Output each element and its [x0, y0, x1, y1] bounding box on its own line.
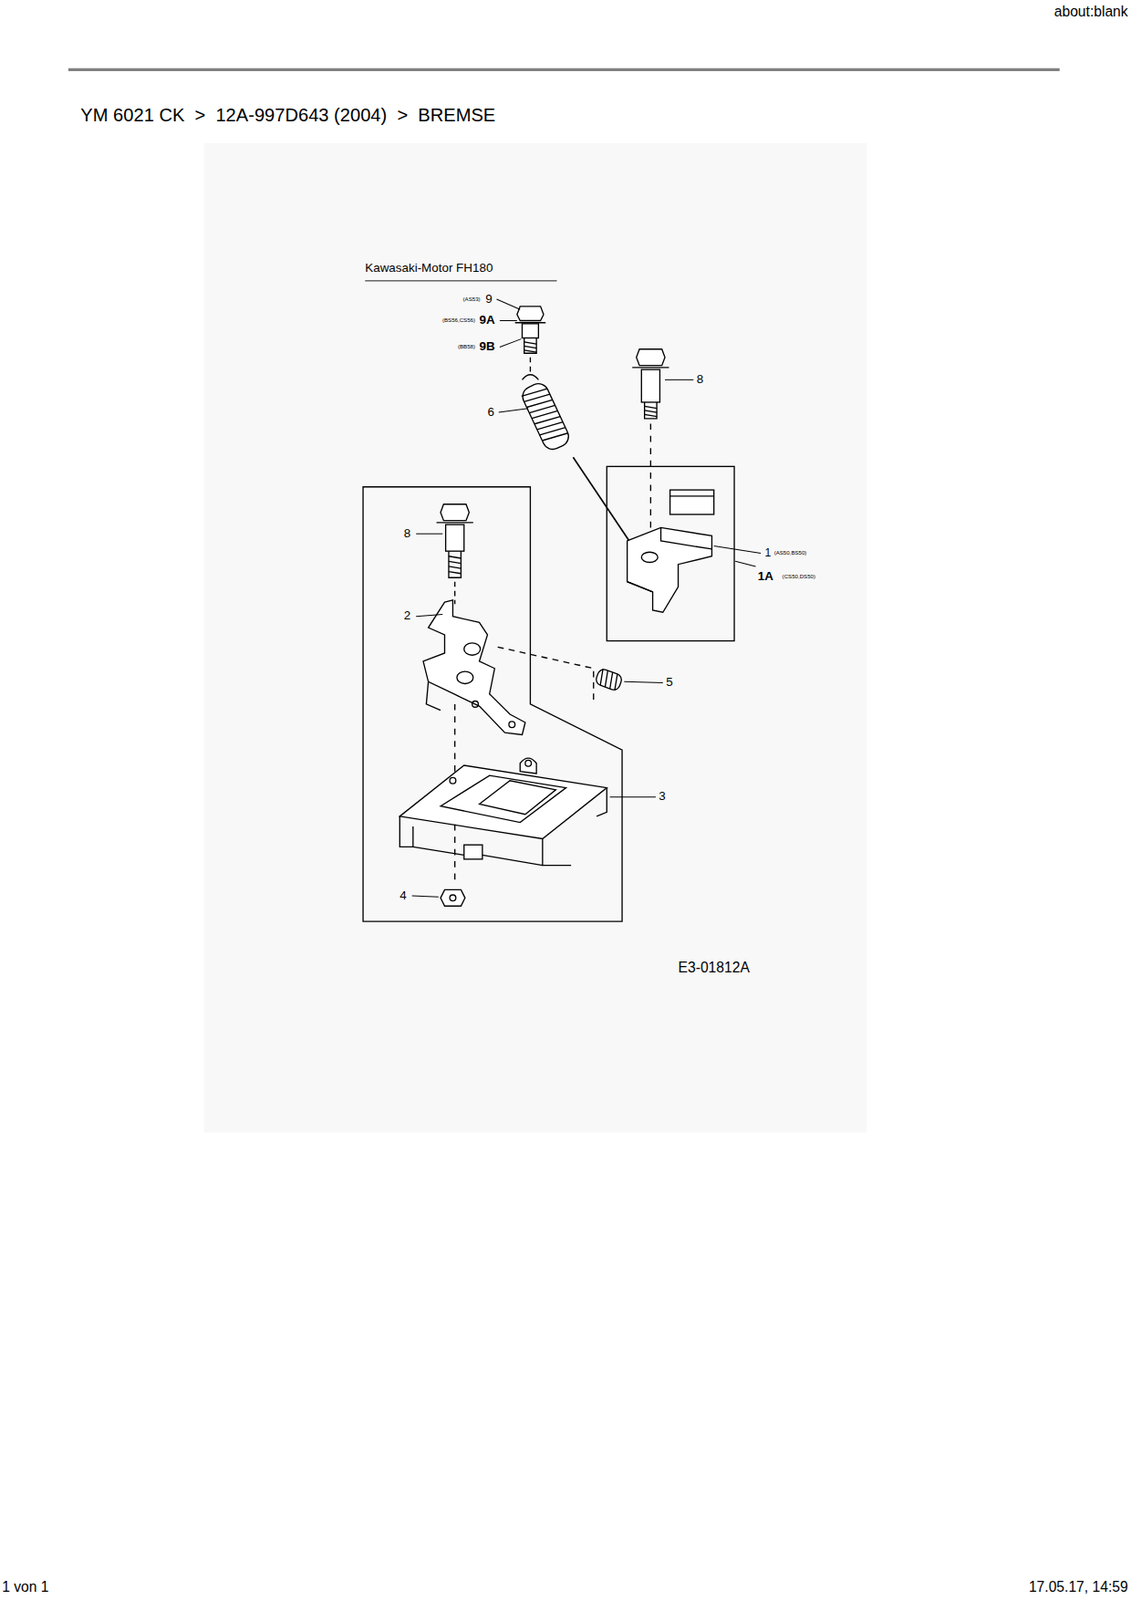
callout-number: 6 [487, 405, 494, 418]
heading-underline [364, 280, 557, 281]
callout-number: 4 [399, 889, 406, 902]
bolt [515, 306, 547, 353]
header-url: about:blank [1054, 5, 1129, 21]
callout-number: 2 [404, 610, 411, 623]
page-title: YM 6021 CK > 12A-997D643 (2004) > BREMSE [80, 105, 496, 125]
variant-code: (AS53) [463, 296, 481, 302]
drawing-number: E3-01812A [678, 960, 750, 976]
drawing [363, 299, 761, 922]
lever-plate [423, 600, 526, 736]
variant-code: (AS50,BS50) [774, 549, 808, 556]
spring [594, 667, 623, 692]
variant-code: (CS50,DS50) [782, 573, 816, 580]
base-plate [399, 757, 607, 865]
callout-number: 1A [757, 570, 774, 582]
callout-number: 9A [479, 313, 496, 326]
leader-line [412, 299, 761, 897]
variant-code: (BS56,CS56) [442, 317, 476, 323]
group-frame [606, 466, 735, 641]
callout-number: 8 [696, 373, 704, 385]
timestamp: 17.05.17, 14:59 [1028, 1579, 1129, 1595]
callout-number: 9B [479, 340, 496, 353]
bolt [436, 504, 474, 579]
header-rule [68, 68, 1060, 72]
callout-number: 8 [404, 527, 411, 540]
bolt [632, 349, 669, 419]
callout-number: 3 [658, 790, 665, 803]
scan-background [204, 143, 868, 1133]
section-heading: Kawasaki-Motor FH180 [364, 261, 493, 274]
spring [518, 380, 572, 453]
callout-number: 9 [485, 292, 492, 305]
bracket-part [627, 489, 715, 613]
callout-number: 5 [665, 675, 673, 688]
variant-code: (BB58) [457, 343, 476, 350]
page-count: 1 von 1 [1, 1579, 49, 1595]
group-frame [363, 487, 623, 922]
nut [440, 889, 466, 906]
callout-number: 1 [765, 547, 772, 559]
